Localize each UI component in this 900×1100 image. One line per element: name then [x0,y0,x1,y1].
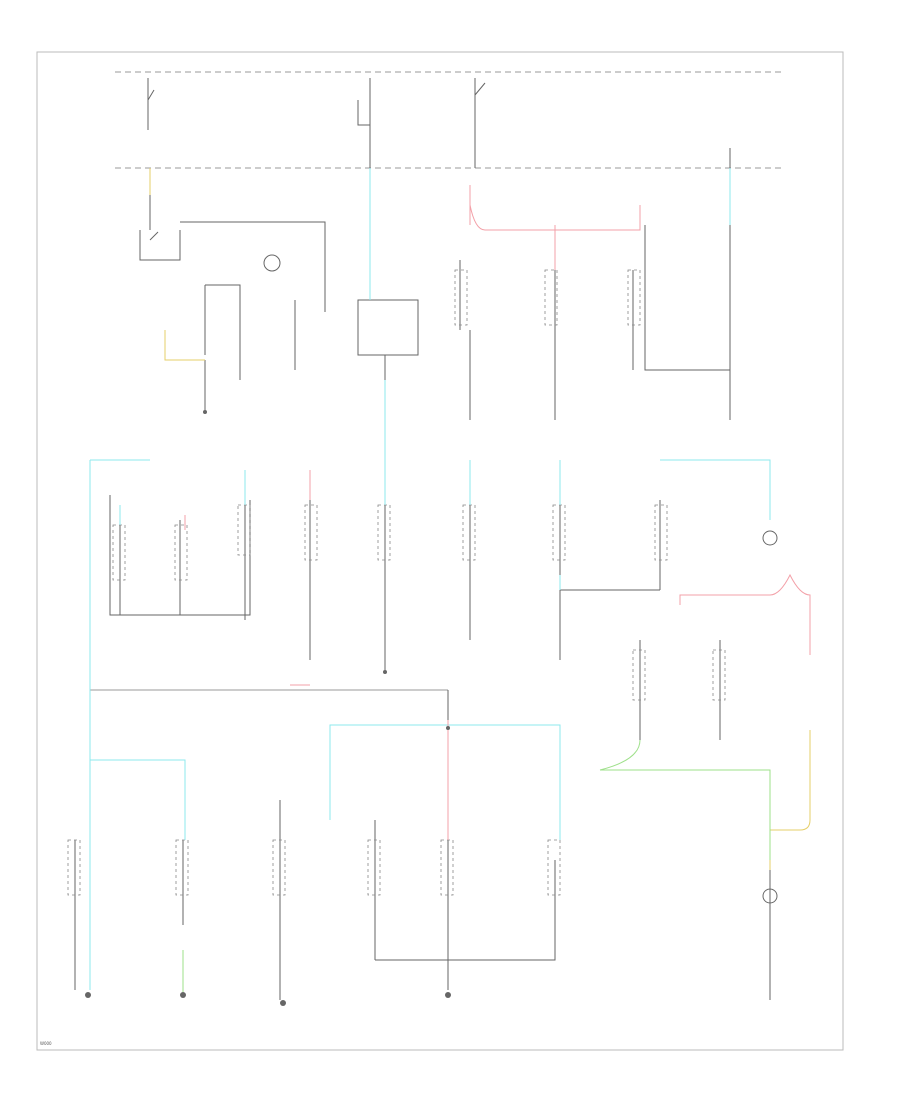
diagram-frame [36,51,844,1051]
pink-wires [184,185,811,840]
ground-g101 [85,992,91,998]
ground-g103 [280,1000,286,1006]
ground-g102 [180,992,186,998]
ground-terminals [85,410,451,1006]
component-outlines [67,269,726,896]
power-bus-group [115,71,785,169]
footer-code: W000 [40,1041,52,1046]
splice-center [446,726,450,730]
yellow-wires [149,168,811,870]
black-wires [74,78,778,1000]
ground-g106 [203,410,207,414]
green-wires [182,739,771,995]
cyan-wires [89,168,771,990]
ground-g105 [383,670,387,674]
ground-g104 [445,992,451,998]
